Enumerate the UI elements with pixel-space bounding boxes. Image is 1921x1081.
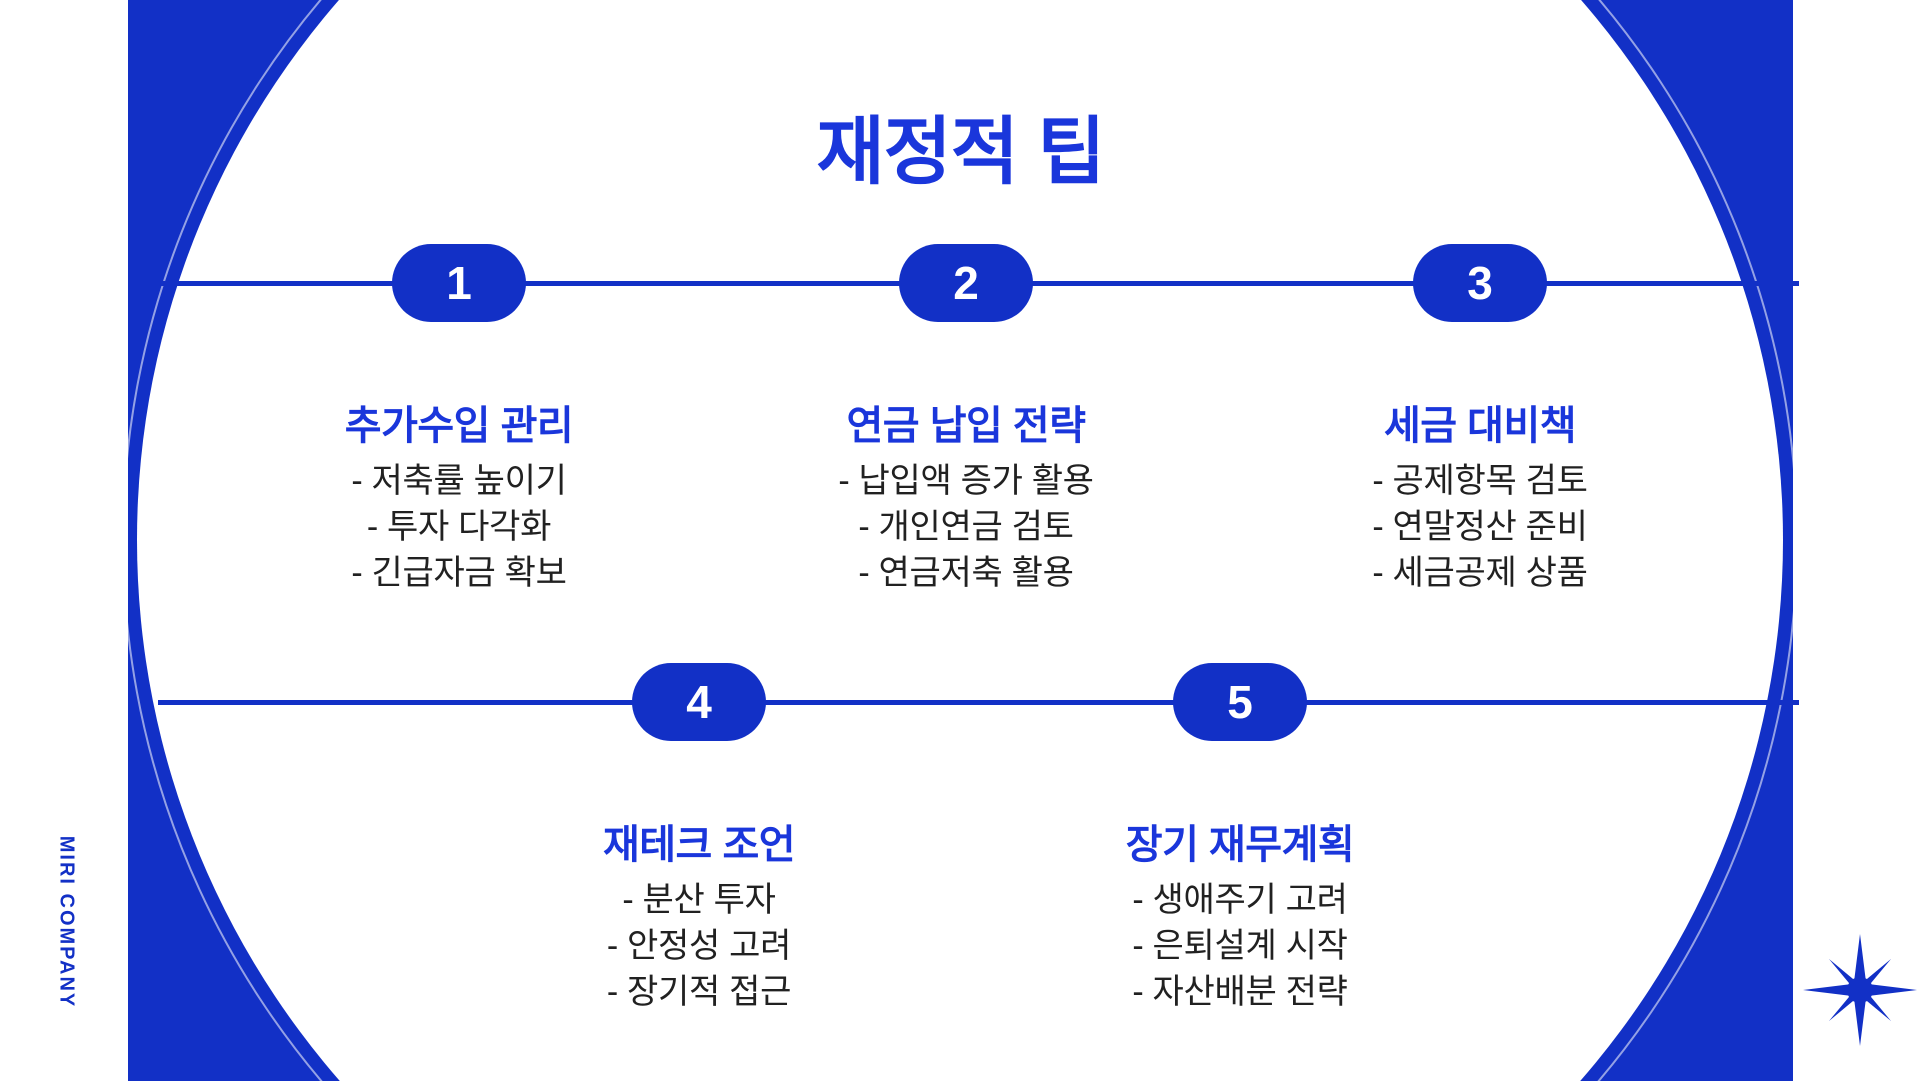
tip-item-3: 3 세금 대비책 - 공제항목 검토 - 연말정산 준비 - 세금공제 상품 [1270,244,1690,596]
step-number: 3 [1467,257,1493,309]
sparkle-star-icon [1803,934,1917,1046]
tip-heading: 장기 재무계획 [1125,823,1355,867]
step-number-badge: 4 [632,663,766,741]
bullet-line: - 납입액 증가 활용 [838,462,1094,500]
step-number-badge: 5 [1173,663,1307,741]
page-title: 재정적 팁 [816,110,1106,193]
tip-heading: 추가수입 관리 [344,404,574,448]
tip-heading: 세금 대비책 [1383,404,1577,448]
bullet-line: - 저축률 높이기 [351,462,567,500]
tip-bullets: - 저축률 높이기 - 투자 다각화 - 긴급자금 확보 [249,458,669,596]
bullet-line: - 은퇴설계 시작 [1132,927,1348,965]
timeline-line-row2 [158,700,1799,705]
bullet-line: - 생애주기 고려 [1132,881,1348,919]
step-number-badge: 1 [392,244,526,322]
bullet-line: - 연금저축 활용 [858,554,1074,592]
tip-item-1: 1 추가수입 관리 - 저축률 높이기 - 투자 다각화 - 긴급자금 확보 [249,244,669,596]
tip-bullets: - 생애주기 고려 - 은퇴설계 시작 - 자산배분 전략 [1030,877,1450,1015]
bullet-line: - 투자 다각화 [366,508,552,546]
tip-item-2: 2 연금 납입 전략 - 납입액 증가 활용 - 개인연금 검토 - 연금저축 … [756,244,1176,596]
circle-hairline [122,0,1798,1081]
bullet-line: - 연말정산 준비 [1372,508,1588,546]
bullet-line: - 분산 투자 [622,881,776,919]
brand-label: MIRI COMPANY [55,835,78,1009]
bullet-line: - 장기적 접근 [606,973,792,1011]
tip-heading: 재테크 조언 [602,823,796,867]
tip-bullets: - 분산 투자 - 안정성 고려 - 장기적 접근 [489,877,909,1015]
bullet-line: - 안정성 고려 [606,927,792,965]
bullet-line: - 공제항목 검토 [1372,462,1588,500]
step-number-badge: 3 [1413,244,1547,322]
bullet-line: - 자산배분 전략 [1132,973,1348,1011]
tip-item-5: 5 장기 재무계획 - 생애주기 고려 - 은퇴설계 시작 - 자산배분 전략 [1030,663,1450,1015]
tip-bullets: - 공제항목 검토 - 연말정산 준비 - 세금공제 상품 [1270,458,1690,596]
bullet-line: - 개인연금 검토 [858,508,1074,546]
tip-item-4: 4 재테크 조언 - 분산 투자 - 안정성 고려 - 장기적 접근 [489,663,909,1015]
tip-bullets: - 납입액 증가 활용 - 개인연금 검토 - 연금저축 활용 [756,458,1176,596]
white-circle-cutout [137,0,1783,1081]
step-number: 5 [1227,676,1253,728]
step-number: 1 [446,257,472,309]
step-number-badge: 2 [899,244,1033,322]
step-number: 2 [953,257,979,309]
step-number: 4 [686,676,712,728]
bullet-line: - 긴급자금 확보 [351,554,567,592]
bullet-line: - 세금공제 상품 [1372,554,1588,592]
tip-heading: 연금 납입 전략 [846,404,1086,448]
